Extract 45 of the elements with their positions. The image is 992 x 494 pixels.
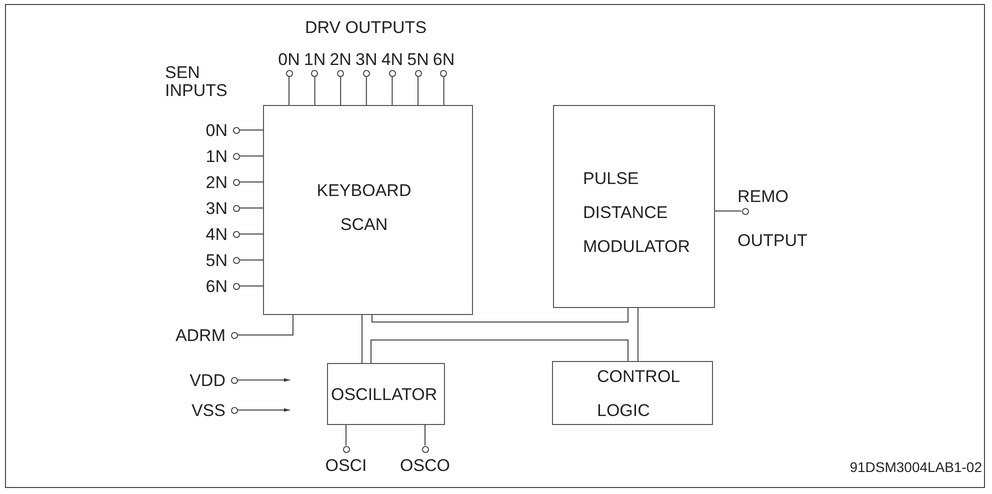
block-label: CONTROL LOGIC <box>597 366 680 422</box>
group-heading: SEN INPUTS <box>165 64 228 100</box>
wire <box>443 76 444 106</box>
wire <box>392 76 393 106</box>
pin-label: ADRM <box>175 326 226 344</box>
pin-label: 6N <box>206 278 228 296</box>
pin-label: 3N <box>356 50 378 68</box>
function-block <box>553 105 715 308</box>
pin-label: OSCI <box>325 456 367 474</box>
arrow <box>237 408 290 412</box>
pin-label: 3N <box>206 200 228 218</box>
pin-label: OSCO <box>400 456 450 474</box>
wire <box>237 314 294 336</box>
pin-label: 4N <box>381 50 404 68</box>
pin-label: 4N <box>206 226 228 244</box>
figure-code: 91DSM3004LAB1-02 <box>848 458 982 476</box>
function-block <box>263 105 473 315</box>
pin-label: 5N <box>407 50 429 68</box>
wire <box>370 340 628 364</box>
wire <box>714 210 742 212</box>
pin-label: 2N <box>330 50 352 68</box>
pin-label: 0N <box>206 122 228 140</box>
pin-label: 0N <box>278 50 300 68</box>
wire <box>340 76 342 106</box>
pin-label: VDD <box>190 372 226 390</box>
block-label: OSCILLATOR <box>331 384 438 406</box>
pin-label: 6N <box>432 50 455 68</box>
pin-label: 2N <box>206 174 228 192</box>
arrow <box>237 378 290 382</box>
wire <box>314 76 316 106</box>
pin-label: OUTPUT <box>738 232 808 250</box>
group-heading: DRV OUTPUTS <box>305 19 428 37</box>
pin-label: VSS <box>191 402 226 420</box>
block-label: KEYBOARD SCAN <box>316 180 412 236</box>
wire <box>424 424 426 446</box>
pin-label: 5N <box>206 252 228 270</box>
pin-label: 1N <box>206 148 228 166</box>
function-block <box>552 361 713 425</box>
pin-label: 1N <box>304 50 326 68</box>
pin-label: REMO <box>738 188 788 206</box>
wire <box>372 308 628 322</box>
block-label: PULSE DISTANCE MODULATOR <box>583 168 692 258</box>
wire <box>288 76 290 106</box>
wire <box>366 76 367 106</box>
function-block <box>327 363 445 425</box>
